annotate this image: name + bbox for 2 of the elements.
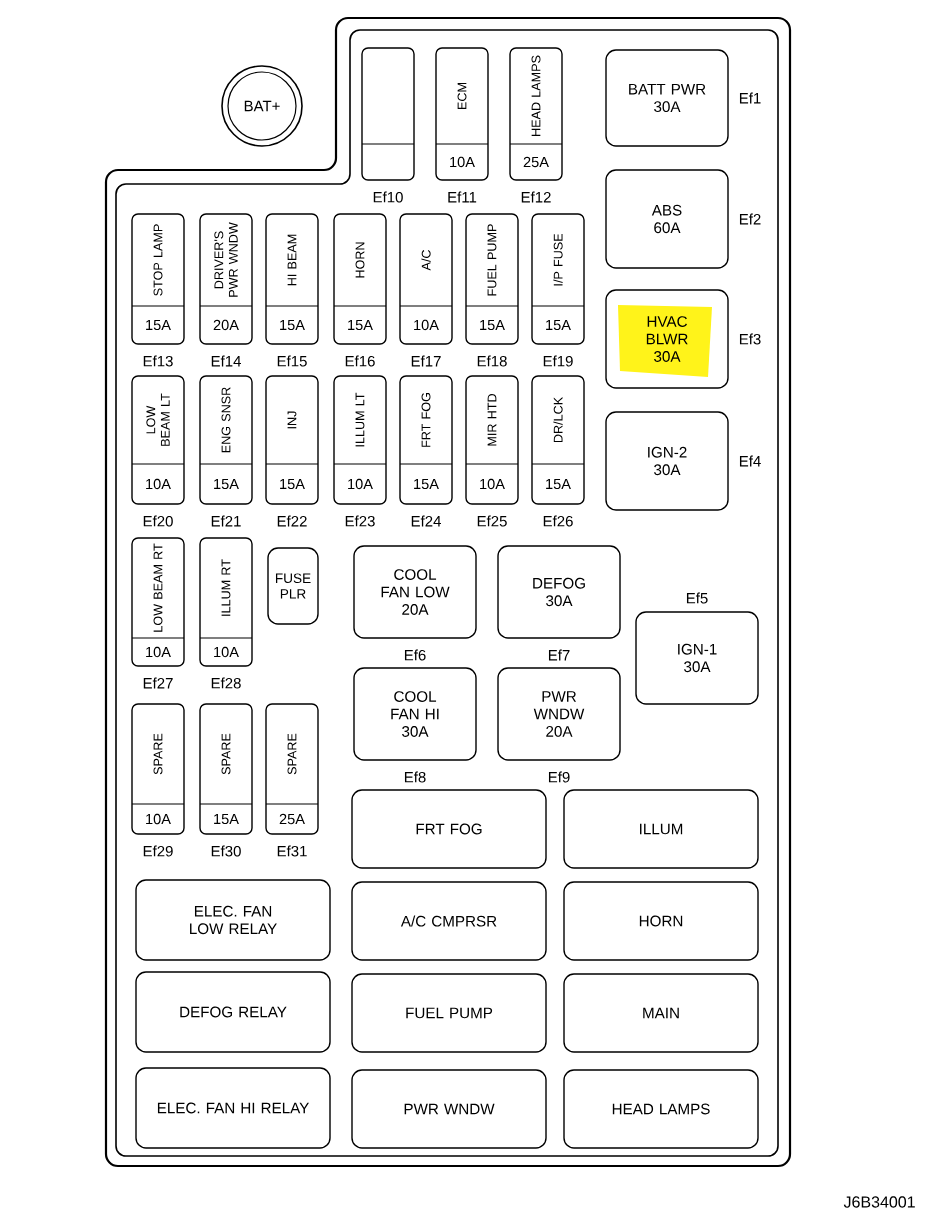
fuse — [361, 47, 415, 181]
figure-code: J6B34001 — [843, 1196, 915, 1208]
